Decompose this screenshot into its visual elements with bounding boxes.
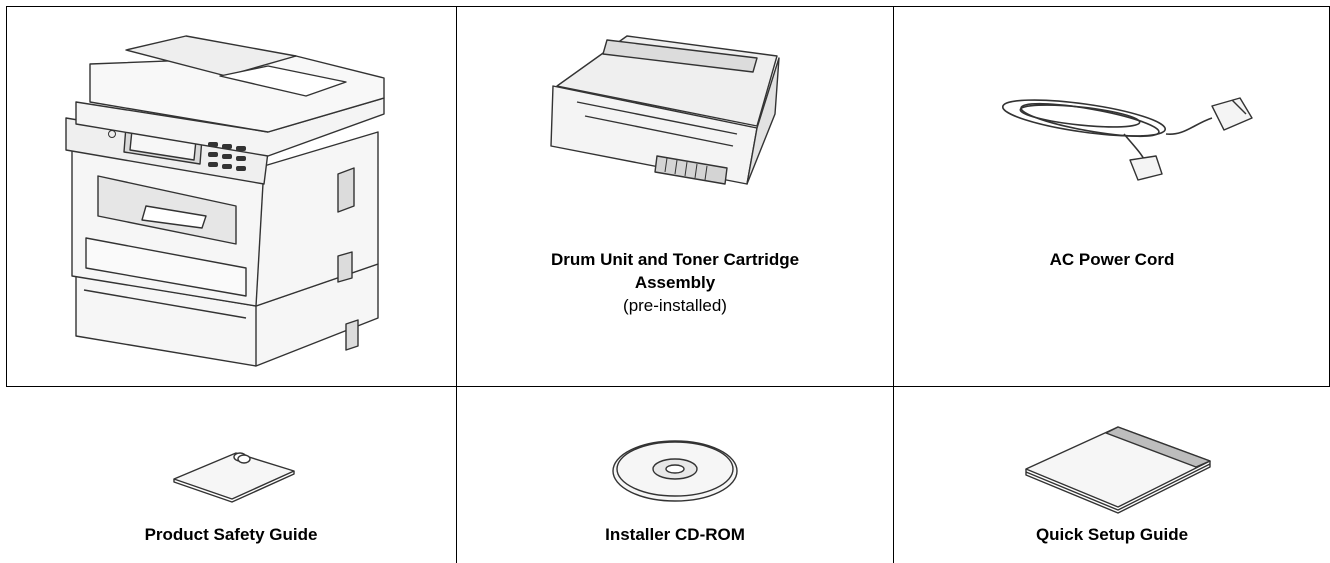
table-column-divider-2: [893, 6, 894, 563]
cell-drum-unit: Drum Unit and Toner Cartridge Assembly (…: [457, 6, 893, 386]
safety-guide-caption: Product Safety Guide: [6, 523, 456, 546]
drum-unit-illustration: [550, 35, 780, 185]
table-column-divider-1: [456, 6, 457, 563]
cd-rom-title: Installer CD-ROM: [605, 525, 745, 544]
table-top-border: [6, 6, 1330, 7]
cd-rom-caption: Installer CD-ROM: [457, 523, 893, 546]
quick-setup-guide-title: Quick Setup Guide: [1035, 525, 1189, 544]
cell-power-cord: AC Power Cord: [894, 6, 1330, 386]
drum-unit-note: (pre-installed): [623, 296, 727, 315]
cell-cd-rom: Installer CD-ROM: [457, 387, 893, 563]
printer-illustration: [65, 35, 385, 367]
table-row-divider: [6, 386, 1330, 387]
safety-guide-title: Product Safety Guide: [144, 525, 318, 544]
quick-setup-guide-illustration: [1025, 426, 1211, 514]
drum-unit-title: Drum Unit and Toner Cartridge Assembly: [550, 250, 800, 292]
table-left-border: [6, 6, 7, 387]
cell-quick-setup-guide: Quick Setup Guide: [894, 387, 1330, 563]
quick-setup-guide-caption: Quick Setup Guide: [894, 523, 1330, 546]
cd-rom-illustration: [612, 440, 738, 502]
power-cord-caption: AC Power Cord: [894, 248, 1330, 271]
cell-printer: [6, 6, 456, 386]
safety-guide-illustration: [173, 452, 295, 503]
power-cord-title: AC Power Cord: [1049, 250, 1175, 269]
cell-safety-guide: Product Safety Guide: [6, 387, 456, 563]
drum-unit-caption: Drum Unit and Toner Cartridge Assembly (…: [457, 248, 893, 317]
power-cord-illustration: [1001, 97, 1253, 181]
